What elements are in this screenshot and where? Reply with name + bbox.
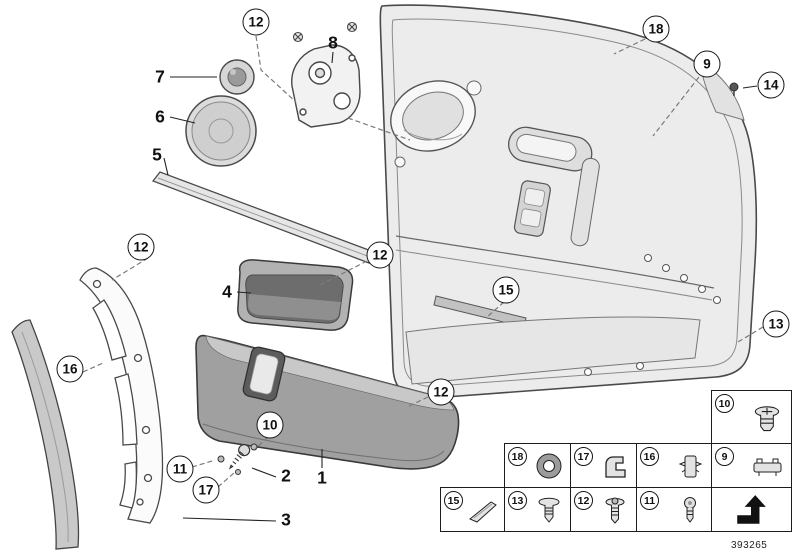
legend-callout: 17 xyxy=(574,447,593,466)
decor-strip-left-part xyxy=(11,319,80,550)
legend-callout: 11 xyxy=(640,491,659,510)
grommet-icon xyxy=(536,453,562,479)
legend-cell-17[interactable]: 17 xyxy=(570,443,637,488)
part-label-6[interactable]: 6 xyxy=(155,106,165,127)
legend-cell-16[interactable]: 16 xyxy=(636,443,712,488)
legend-cell-15[interactable]: 15 xyxy=(440,487,505,532)
callout-18[interactable]: 18 xyxy=(642,15,670,43)
bracket-clip-icon xyxy=(753,458,782,476)
legend-cell-11[interactable]: 11 xyxy=(636,487,712,532)
carrier-frame-part xyxy=(79,267,164,524)
legend-callout: 16 xyxy=(640,447,659,466)
part-label-3[interactable]: 3 xyxy=(281,509,291,530)
small-fasteners xyxy=(217,82,739,475)
screw-part-2 xyxy=(228,444,251,470)
leader-lines xyxy=(82,35,764,522)
legend-cell-arrow[interactable] xyxy=(711,487,792,532)
part-label-8[interactable]: 8 xyxy=(328,32,338,53)
spring-clip-icon xyxy=(605,456,626,478)
part-label-1[interactable]: 1 xyxy=(317,467,327,488)
legend-callout: 18 xyxy=(508,447,527,466)
part-label-2[interactable]: 2 xyxy=(281,465,291,486)
callout-13[interactable]: 13 xyxy=(762,310,790,338)
callout-14[interactable]: 14 xyxy=(757,71,785,99)
part-label-4[interactable]: 4 xyxy=(222,281,232,302)
legend-callout: 15 xyxy=(444,491,463,510)
callout-12[interactable]: 12 xyxy=(366,241,394,269)
legend-cell-10[interactable]: 10 xyxy=(711,390,792,444)
pull-handle-part xyxy=(237,259,354,331)
screw-washer-icon xyxy=(605,497,625,524)
tweeter-part xyxy=(219,59,255,95)
callout-12[interactable]: 12 xyxy=(427,378,455,406)
legend-callout: 12 xyxy=(574,491,593,510)
callout-17[interactable]: 17 xyxy=(192,476,220,504)
legend-callout: 9 xyxy=(715,447,734,466)
callout-12[interactable]: 12 xyxy=(242,8,270,36)
callout-11[interactable]: 11 xyxy=(166,455,194,483)
callout-9[interactable]: 9 xyxy=(693,50,721,78)
callout-16[interactable]: 16 xyxy=(56,355,84,383)
retainer-clip-icon xyxy=(678,455,703,478)
callout-10[interactable]: 10 xyxy=(256,411,284,439)
screw-icon xyxy=(684,497,696,523)
legend-cell-12[interactable]: 12 xyxy=(570,487,637,532)
direction-arrow-icon xyxy=(737,495,766,524)
door-panel-part xyxy=(379,4,758,400)
legend-cell-9[interactable]: 9 xyxy=(711,443,792,488)
legend-cell-13[interactable]: 13 xyxy=(504,487,571,532)
decor-strip-part xyxy=(151,171,375,264)
legend-callout: 10 xyxy=(715,394,734,413)
part-label-5[interactable]: 5 xyxy=(152,144,162,165)
legend-cell-18[interactable]: 18 xyxy=(504,443,571,488)
legend-callout: 13 xyxy=(508,491,527,510)
expanding-nut-icon xyxy=(754,406,780,432)
callout-15[interactable]: 15 xyxy=(492,276,520,304)
callout-12[interactable]: 12 xyxy=(127,233,155,261)
diagram-number: 393265 xyxy=(731,540,768,551)
speaker-cover-part xyxy=(185,95,257,167)
speaker-bracket-part xyxy=(291,21,361,128)
trim-clip-icon xyxy=(469,501,497,523)
clip-part-14 xyxy=(729,82,739,96)
expanding-rivet-icon xyxy=(538,497,560,523)
part-label-7[interactable]: 7 xyxy=(155,66,165,87)
